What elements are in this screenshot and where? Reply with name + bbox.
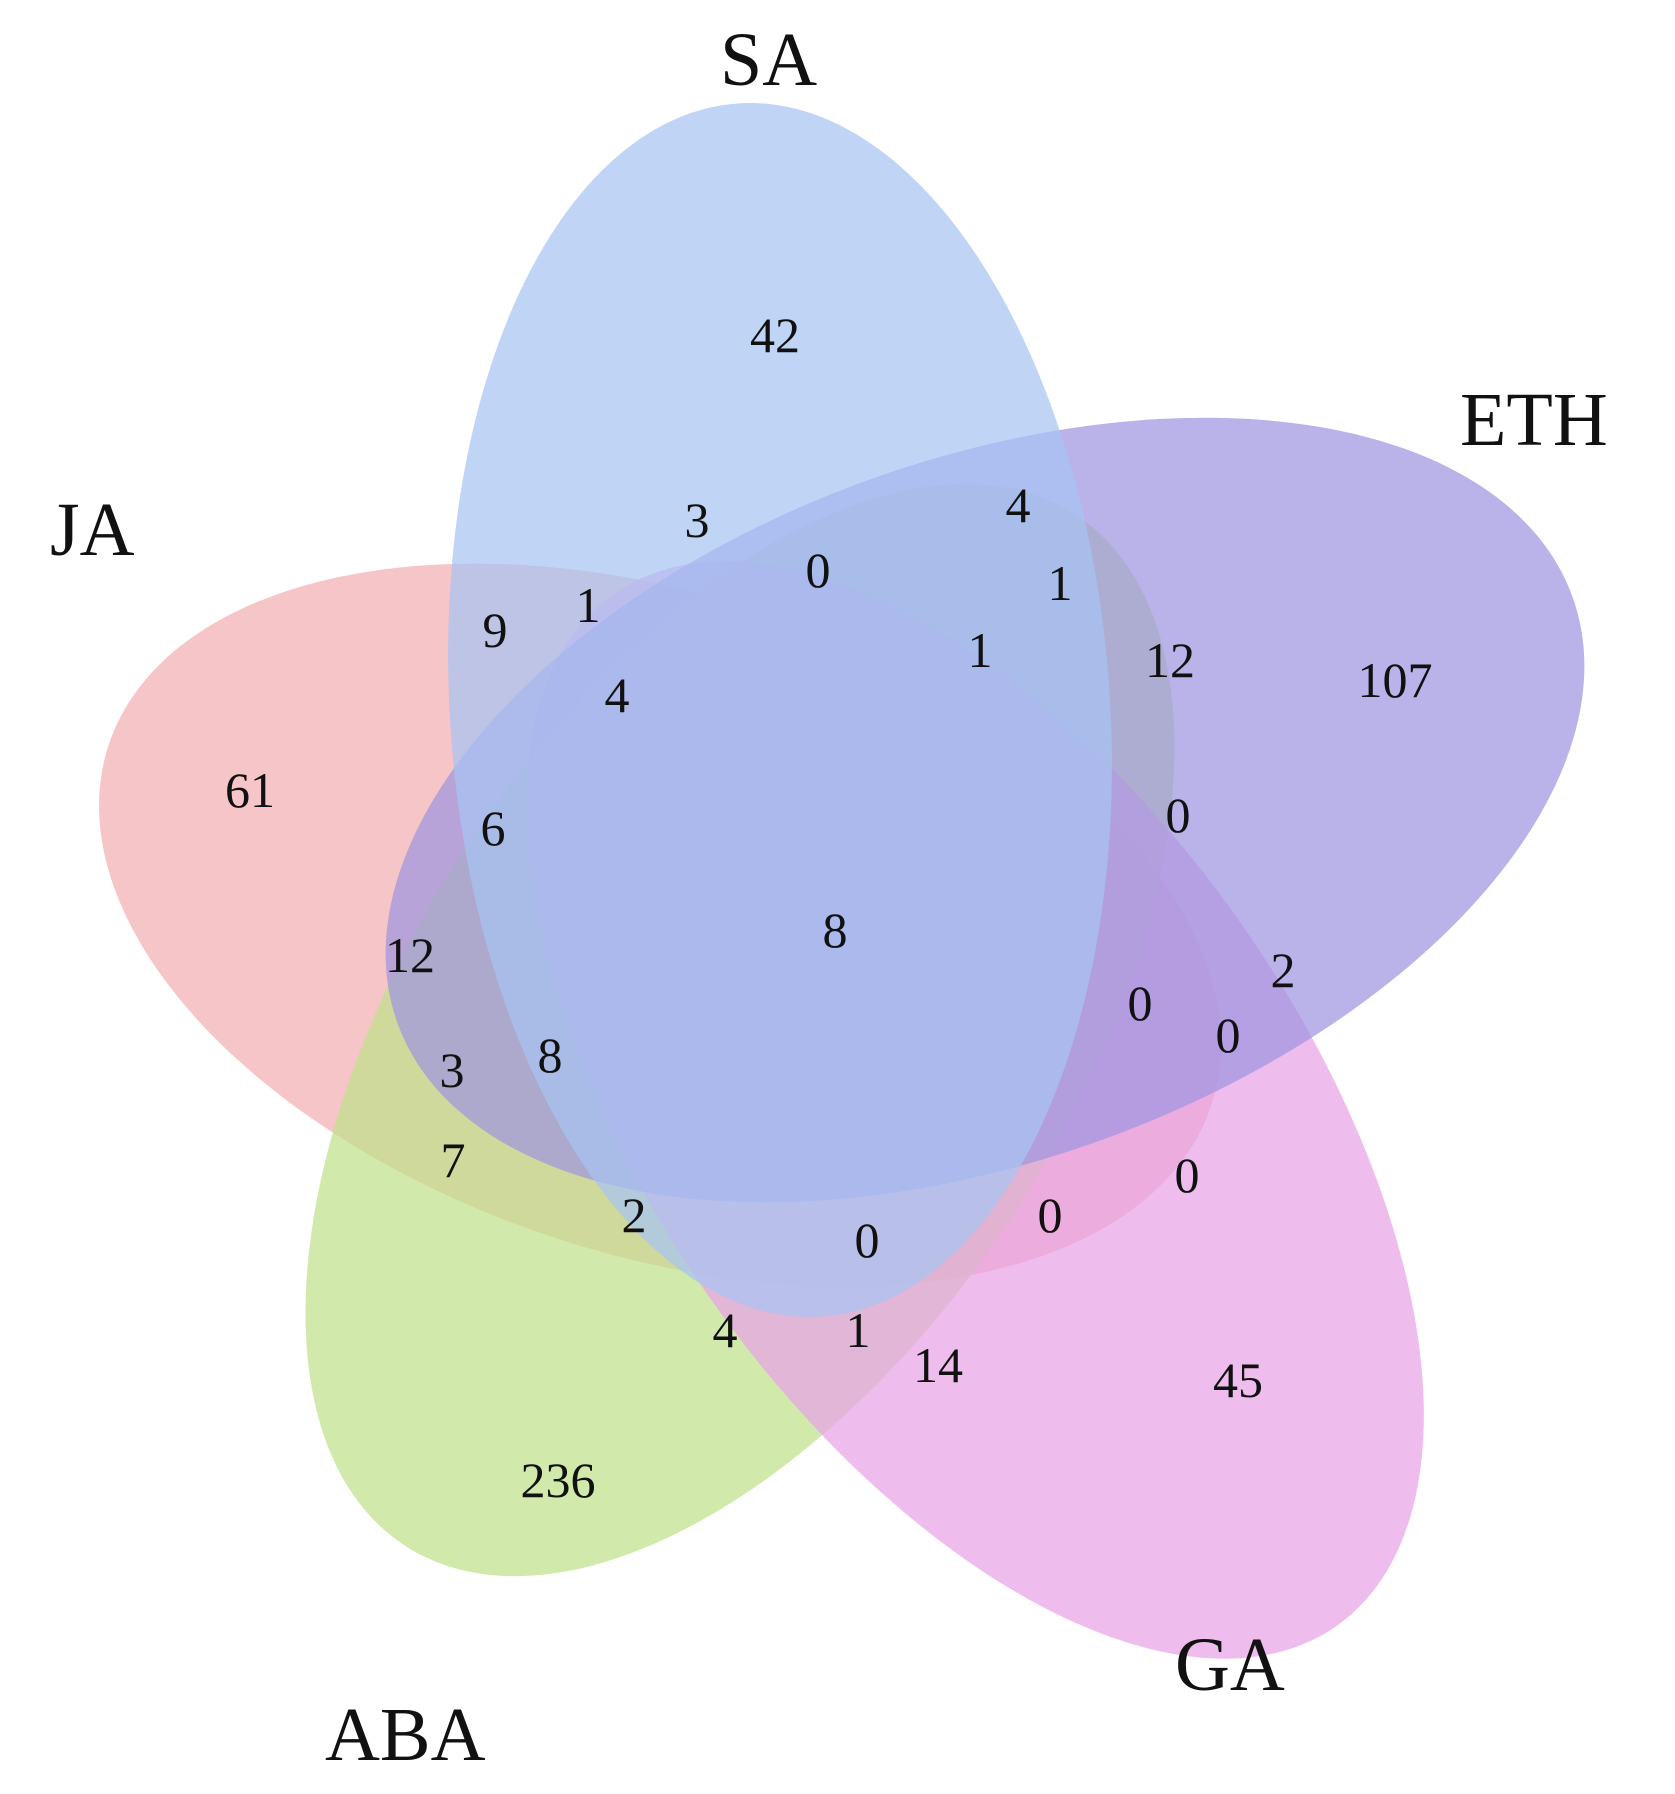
count-region: 6 [481, 800, 506, 856]
count-region: 0 [855, 1212, 880, 1268]
count-region: 4 [1006, 477, 1031, 533]
count-region: 4 [605, 667, 630, 723]
count-eth-only: 107 [1358, 652, 1433, 708]
set-label-aba: ABA [325, 1693, 486, 1777]
count-region: 1 [576, 577, 601, 633]
count-region: 3 [685, 492, 710, 548]
count-region: 14 [913, 1337, 963, 1393]
set-label-sa: SA [720, 18, 817, 102]
count-region: 9 [483, 602, 508, 658]
count-region: 12 [385, 927, 435, 983]
count-region: 7 [441, 1132, 466, 1188]
count-ja-only: 61 [225, 762, 275, 818]
count-region: 3 [440, 1042, 465, 1098]
count-region: 0 [806, 542, 831, 598]
count-region: 8 [823, 902, 848, 958]
count-region: 0 [1216, 1007, 1241, 1063]
count-region: 12 [1145, 632, 1195, 688]
count-sa-only: 42 [750, 307, 800, 363]
count-region: 4 [713, 1302, 738, 1358]
count-region: 1 [846, 1302, 871, 1358]
set-label-ga: GA [1175, 1623, 1285, 1707]
set-ellipse-sa [448, 103, 1112, 1317]
count-region: 1 [1048, 555, 1073, 611]
count-region: 0 [1128, 975, 1153, 1031]
count-region: 8 [538, 1027, 563, 1083]
region-counts: 42 107 45 236 61 3 4 0 1 9 1 4 1 12 0 6 … [225, 307, 1433, 1508]
set-label-eth: ETH [1460, 378, 1608, 462]
set-label-ja: JA [50, 488, 135, 572]
count-region: 2 [622, 1187, 647, 1243]
count-region: 0 [1166, 787, 1191, 843]
count-ga-only: 45 [1213, 1352, 1263, 1408]
count-aba-only: 236 [521, 1452, 596, 1508]
set-labels: SA ETH GA ABA JA [50, 18, 1608, 1777]
venn-sets [99, 103, 1585, 1659]
count-region: 2 [1271, 942, 1296, 998]
count-region: 0 [1038, 1187, 1063, 1243]
count-region: 0 [1175, 1147, 1200, 1203]
count-region: 1 [968, 622, 993, 678]
